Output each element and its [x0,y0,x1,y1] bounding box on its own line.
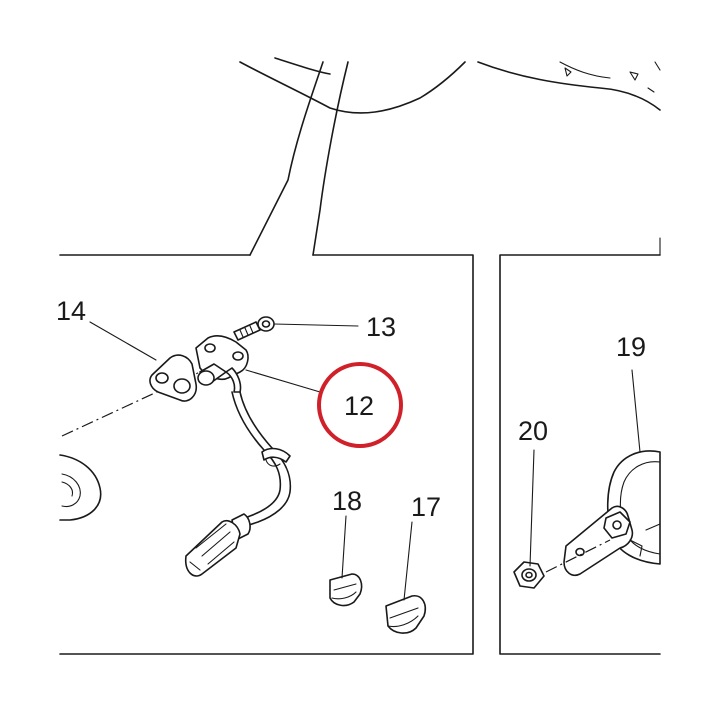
upper-body-outline [239,57,661,114]
leader-13 [273,323,359,327]
leader-12 [245,369,321,393]
leader-19 [631,369,641,453]
bracket-panel-lines [249,61,349,256]
callout-19[interactable]: 19 [616,332,646,362]
left-detail-frame [59,254,474,655]
clip-17 [385,594,427,634]
right-detail-frame [499,237,661,655]
clip-18 [329,573,363,607]
leader-lines [89,321,641,601]
callout-12[interactable]: 12 [344,391,374,421]
highlight-circle [317,362,403,448]
bolt [233,316,275,341]
hub-fragment [59,454,102,521]
leader-20 [529,449,535,567]
horn [563,450,661,577]
leader-18 [341,515,347,579]
callout-14[interactable]: 14 [56,296,86,326]
callout-17[interactable]: 17 [411,492,441,522]
leader-14 [89,321,157,361]
callout-18[interactable]: 18 [332,486,362,516]
callout-13[interactable]: 13 [366,312,396,342]
leader-17 [403,521,413,601]
flange-nut [513,539,611,589]
callout-20[interactable]: 20 [518,416,548,446]
speed-sensor [184,335,292,577]
spacer-plate [149,354,198,402]
